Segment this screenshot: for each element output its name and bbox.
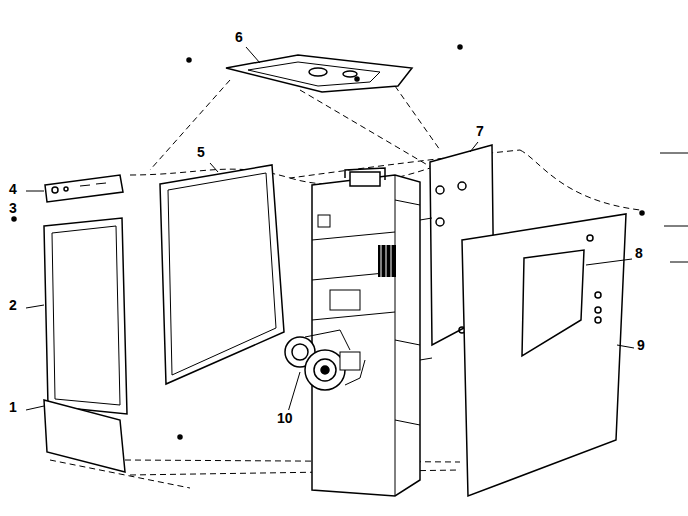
callout-number: 10 [276,410,294,426]
callout-number: 3 [8,200,18,216]
callout-number: 7 [475,123,485,139]
callout-number: 5 [196,144,206,160]
callout-number: 1 [8,399,18,415]
callout-number: 2 [8,297,18,313]
callout-number: 8 [634,245,644,261]
callout-number: 6 [234,29,244,45]
callout-number: 9 [636,337,646,353]
callout-number: 4 [8,181,18,197]
